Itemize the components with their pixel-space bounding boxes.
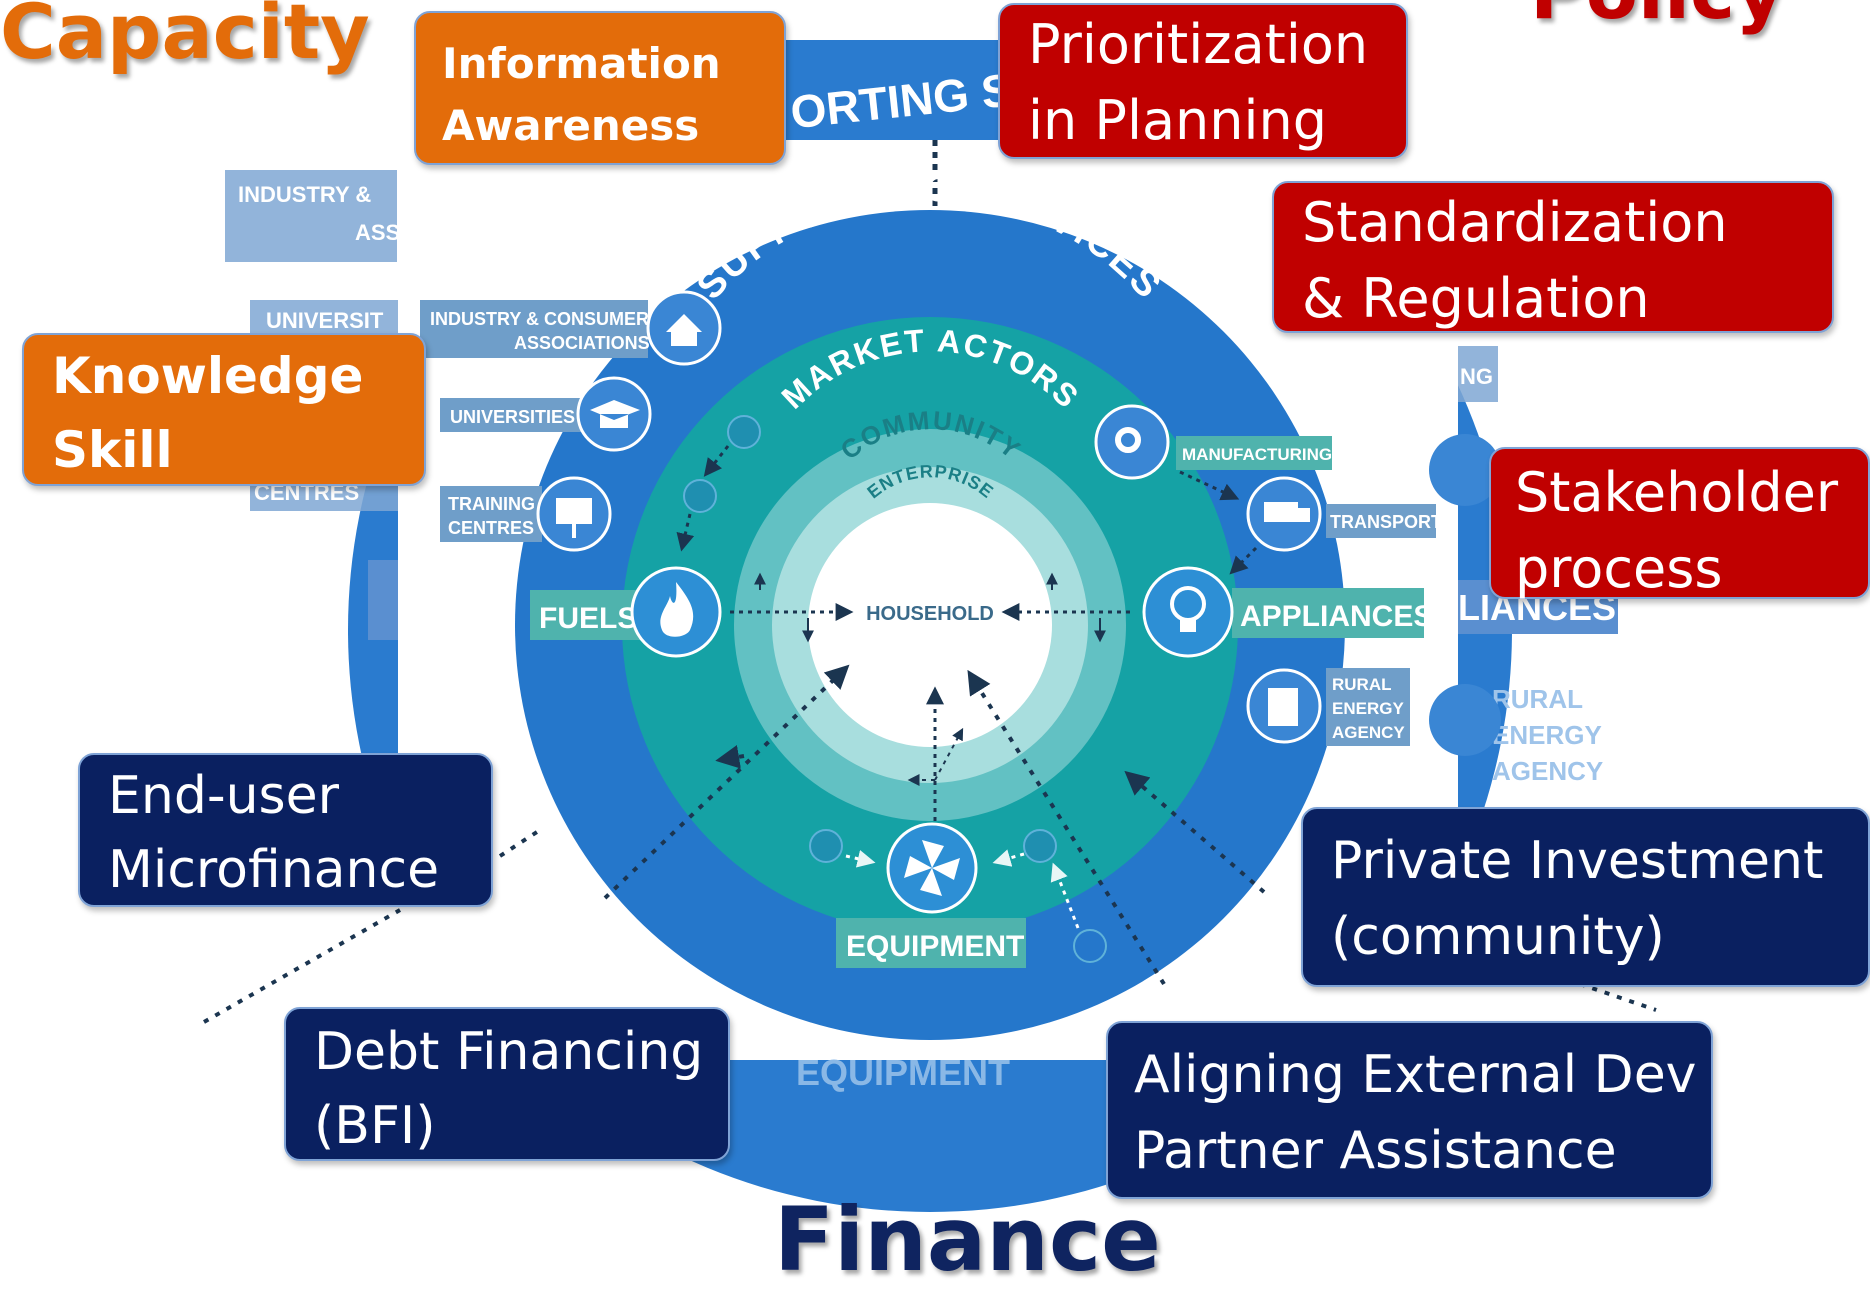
household-label: HOUSEHOLD <box>866 603 994 625</box>
rural-line-3: AGENCY <box>1332 723 1405 742</box>
bg-industry-line-1: INDUSTRY & <box>238 182 371 207</box>
home-icon <box>666 314 702 346</box>
rural-line-2: ENERGY <box>1332 699 1404 718</box>
industry-line-2: ASSOCIATIONS <box>514 333 650 353</box>
training-line-2: CENTRES <box>448 518 534 538</box>
top-partial-band: ORTING S <box>786 40 1015 208</box>
gear-icon <box>1115 427 1141 453</box>
bg-rural-2: ENERGY <box>1492 720 1602 750</box>
standardization-callout: Standardization & Regulation <box>1272 181 1834 333</box>
manufacturing-tag: MANUFACTURING <box>1094 404 1332 480</box>
finance-heading: Finance <box>774 1188 1161 1291</box>
debt-financing-callout: Debt Financing (BFI) <box>284 1007 730 1161</box>
callout-line: (BFI) <box>314 1096 436 1156</box>
fuels-label: FUELS <box>539 602 637 635</box>
callout-line: Debt Financing <box>314 1022 704 1082</box>
bg-universities: UNIVERSIT <box>266 308 384 333</box>
callout-line: Knowledge <box>52 347 364 405</box>
stakeholder-callout: Stakeholder process <box>1489 447 1870 600</box>
bg-industry-line-2: ASS <box>355 220 400 245</box>
aligning-assistance-callout: Aligning External Dev Partner Assistance <box>1106 1021 1713 1199</box>
end-user-microfinance-callout: End-user Microfinance <box>78 753 493 907</box>
appliances-node: APPLIANCES <box>1142 566 1433 658</box>
industry-line-1: INDUSTRY & CONSUMER <box>430 309 649 329</box>
private-investment-callout: Private Investment (community) <box>1301 807 1870 987</box>
universities-tag: UNIVERSITIES <box>440 376 652 452</box>
building-icon <box>1268 688 1298 726</box>
appliances-label: APPLIANCES <box>1240 600 1433 633</box>
callout-line: Awareness <box>442 101 700 150</box>
graduation-cap-icon <box>590 400 640 428</box>
callout-line: Private Investment <box>1331 831 1824 891</box>
policy-heading: Policy <box>1530 0 1785 30</box>
universities-label: UNIVERSITIES <box>450 407 575 427</box>
fan-icon <box>904 840 960 896</box>
concentric-rings <box>515 210 1345 1040</box>
callout-line: & Regulation <box>1302 267 1650 330</box>
callout-line: Stakeholder <box>1515 461 1839 524</box>
callout-line: Skill <box>52 421 173 479</box>
transport-label: TRANSPORT <box>1330 512 1442 532</box>
flame-icon <box>660 582 694 637</box>
callout-line: Partner Assistance <box>1134 1121 1617 1181</box>
knowledge-skill-callout: Knowledge Skill <box>22 333 426 486</box>
rural-line-1: RURAL <box>1332 675 1392 694</box>
bg-manufacturing: NG <box>1460 364 1493 389</box>
callout-line: (community) <box>1331 907 1665 967</box>
bottom-partial-equipment: EQUIPMENT <box>796 1052 1010 1093</box>
callout-line: Standardization <box>1302 191 1728 254</box>
callout-line: process <box>1515 537 1723 600</box>
transport-tag: TRANSPORT <box>1246 476 1442 552</box>
training-tag: TRAINING CENTRES <box>440 476 612 552</box>
information-awareness-callout: Information Awareness <box>414 11 786 165</box>
manufacturing-label: MANUFACTURING <box>1182 445 1332 464</box>
presentation-board-icon <box>556 498 592 524</box>
truck-icon <box>1264 502 1298 522</box>
capacity-heading: Capacity <box>0 0 370 76</box>
bottom-partial-band: EQUIPMENT <box>730 1052 1110 1100</box>
callout-line: Prioritization <box>1028 13 1369 76</box>
callout-line: Information <box>442 39 721 88</box>
bg-rural-3: AGENCY <box>1492 756 1603 786</box>
callout-line: Aligning External Dev <box>1134 1045 1697 1105</box>
finance-pointer-lines <box>203 664 1657 1024</box>
equipment-node: EQUIPMENT <box>836 822 1026 968</box>
callout-line: Microfinance <box>108 840 440 900</box>
bg-rural-1: RURAL <box>1492 684 1583 714</box>
industry-tag: INDUSTRY & CONSUMER ASSOCIATIONS <box>420 290 722 366</box>
rural-agency-tag: RURAL ENERGY AGENCY <box>1246 668 1410 746</box>
prioritization-callout: Prioritization in Planning <box>998 3 1408 159</box>
fuels-node: FUELS <box>530 566 722 658</box>
callout-line: End-user <box>108 766 340 826</box>
callout-line: in Planning <box>1028 89 1328 152</box>
equipment-label: EQUIPMENT <box>846 930 1024 963</box>
training-line-1: TRAINING <box>448 494 535 514</box>
